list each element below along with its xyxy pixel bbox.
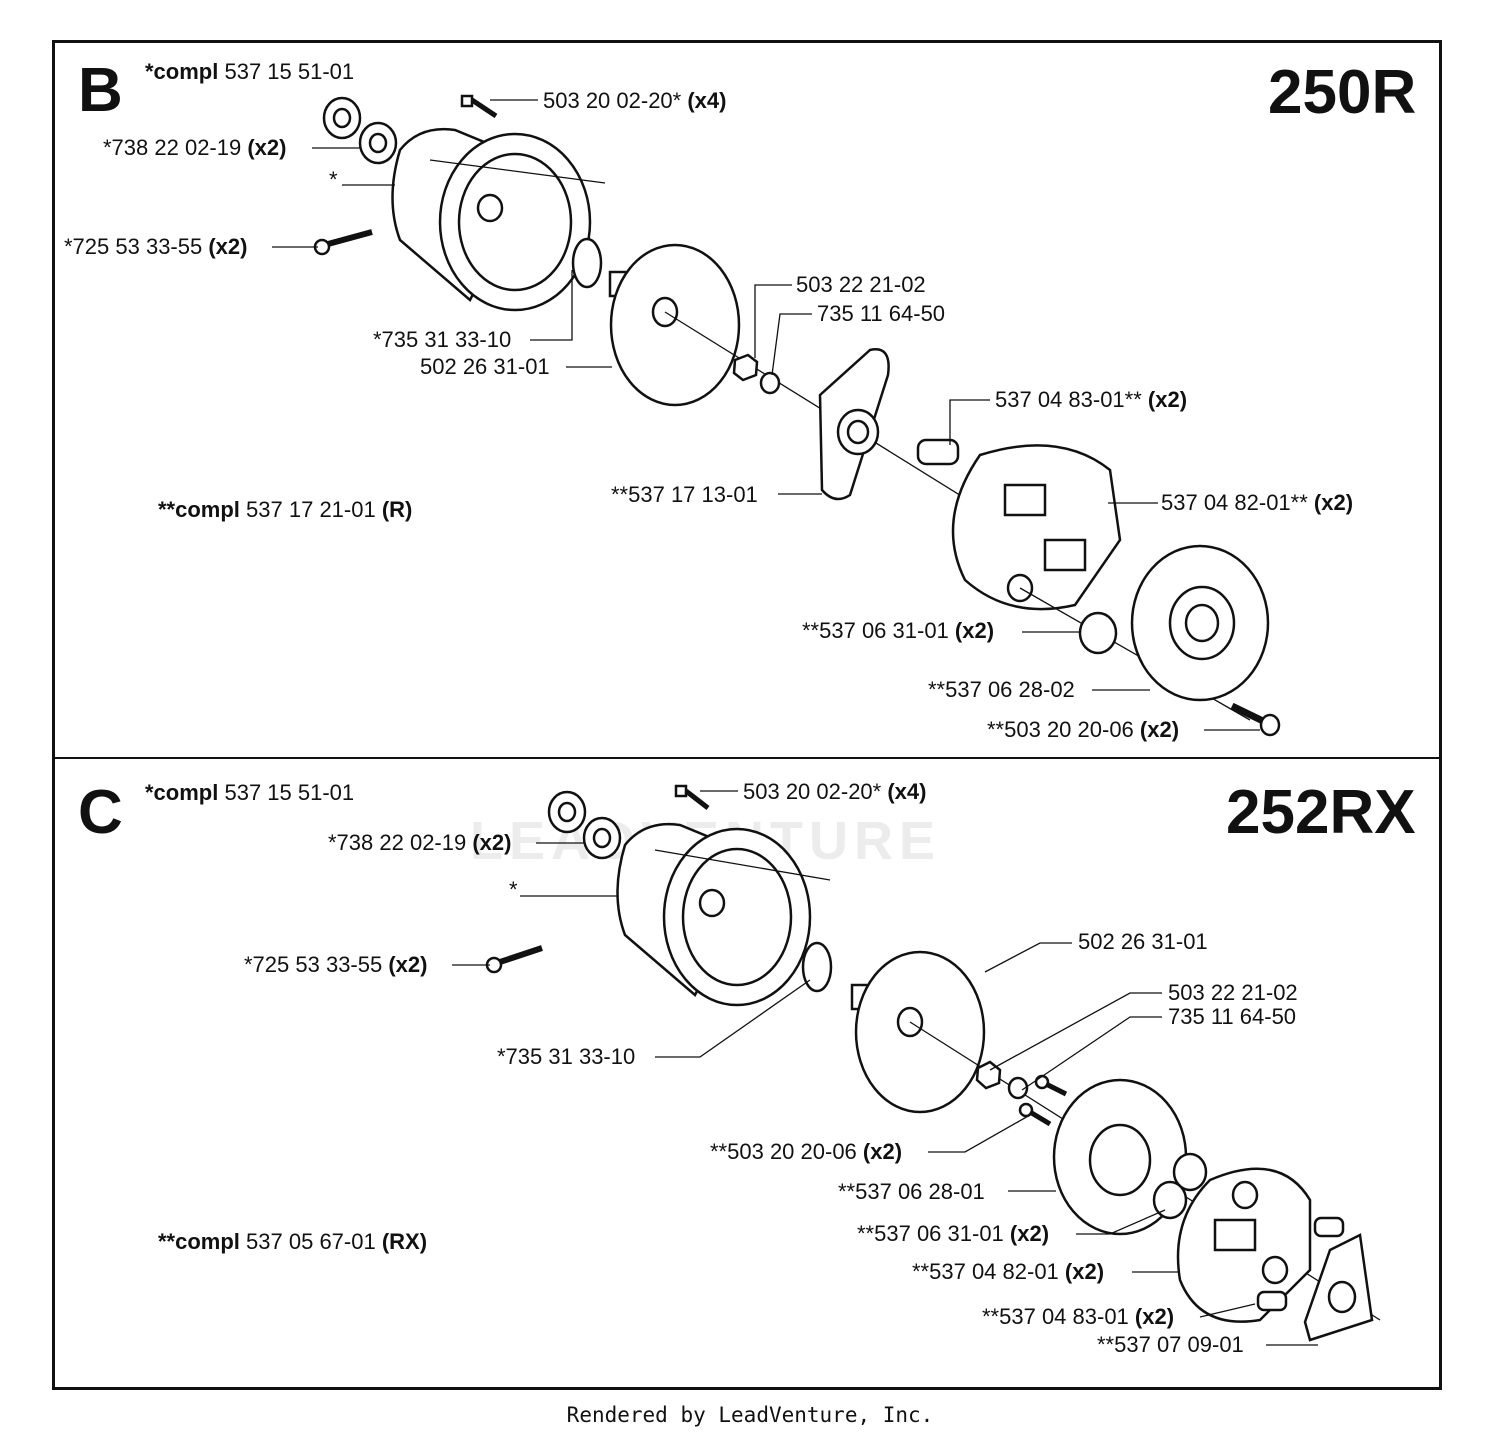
section-c-drawing xyxy=(452,784,1381,1346)
compl-top-b: *compl 537 15 51-01 xyxy=(145,59,355,84)
bushing-c1 xyxy=(1172,1152,1208,1192)
part-label: *735 31 33-10 xyxy=(497,1044,636,1069)
part-label: 537 04 83-01** (x2) xyxy=(995,387,1188,412)
part-label: **537 17 13-01 xyxy=(611,482,758,507)
drum-c xyxy=(850,950,986,1114)
part-label: 503 22 21-02 xyxy=(796,272,926,297)
spring-b xyxy=(916,438,960,466)
footer-credit: Rendered by LeadVenture, Inc. xyxy=(566,1403,934,1427)
part-label: **537 06 31-01 (x2) xyxy=(802,618,995,643)
bearing-c1 xyxy=(547,790,587,834)
screw-c-mid2 xyxy=(1018,1102,1052,1127)
part-label: **537 06 28-02 xyxy=(928,677,1075,702)
section-divider xyxy=(52,757,1442,759)
spring-c1 xyxy=(1313,1216,1345,1238)
part-label: **503 20 20-06 (x2) xyxy=(710,1139,903,1164)
washer-c xyxy=(1007,1076,1029,1100)
plate-c xyxy=(1052,1078,1188,1236)
part-label: 503 22 21-02 xyxy=(1168,980,1298,1005)
drum-b xyxy=(608,243,741,407)
bracket-c xyxy=(1303,1233,1374,1342)
part-label: 502 26 31-01 xyxy=(1078,929,1208,954)
clutch-shoe-b xyxy=(951,444,1122,611)
part-label: *738 22 02-19 (x2) xyxy=(103,135,287,160)
clutch-housing-b xyxy=(391,128,606,312)
nut-b xyxy=(732,353,759,382)
bearing-b2 xyxy=(358,121,398,165)
screw-c-mid1 xyxy=(1034,1074,1068,1097)
compl-top-c: *compl 537 15 51-01 xyxy=(145,780,355,805)
section-b-drawing xyxy=(272,94,1281,737)
diagram-frame xyxy=(52,40,1442,1390)
bearing-b1 xyxy=(322,96,362,140)
part-label: 502 26 31-01 xyxy=(420,354,550,379)
bushing-c2 xyxy=(1152,1180,1188,1220)
compl-bottom-c: **compl 537 05 67-01 (RX) xyxy=(158,1229,428,1254)
part-label: 503 20 02-20* (x4) xyxy=(543,88,727,113)
plate-b xyxy=(1130,544,1270,702)
section-letter-c: C xyxy=(78,778,123,847)
screw-c-top xyxy=(674,784,710,810)
screw-b-top xyxy=(460,94,498,119)
part-label: 503 20 02-20* (x4) xyxy=(743,779,927,804)
bracket-b xyxy=(818,348,890,501)
screw-c-side xyxy=(485,945,543,974)
part-label: **537 06 28-01 xyxy=(838,1179,985,1204)
compl-bottom-b: **compl 537 17 21-01 (R) xyxy=(158,497,413,522)
clutch-housing-c xyxy=(616,823,831,1007)
nut-c xyxy=(975,1060,1002,1090)
part-label: 537 04 82-01** (x2) xyxy=(1161,490,1354,515)
oring-b xyxy=(571,237,603,289)
washer-b xyxy=(759,371,781,395)
part-label: **537 04 83-01 (x2) xyxy=(982,1304,1175,1329)
screw-b-bottom xyxy=(1230,702,1281,737)
part-label: *738 22 02-19 (x2) xyxy=(328,830,512,855)
part-label: *725 53 33-55 (x2) xyxy=(244,952,428,977)
spring-c2 xyxy=(1256,1290,1288,1312)
part-label: * xyxy=(509,877,518,902)
model-title-b: 250R xyxy=(1268,58,1417,127)
part-label: *735 31 33-10 xyxy=(373,327,512,352)
part-label: 735 11 64-50 xyxy=(817,301,946,326)
part-label: **503 20 20-06 (x2) xyxy=(987,717,1180,742)
bearing-c2 xyxy=(582,816,622,860)
clutch-shoe-c xyxy=(1176,1167,1312,1323)
oring-c xyxy=(801,941,833,993)
model-title-c: 252RX xyxy=(1226,778,1416,847)
section-letter-b: B xyxy=(78,56,123,125)
part-label: **537 07 09-01 xyxy=(1097,1332,1244,1357)
part-label: **537 06 31-01 (x2) xyxy=(857,1221,1050,1246)
part-label: *725 53 33-55 (x2) xyxy=(64,234,248,259)
bushing-b xyxy=(1078,611,1118,655)
part-label: * xyxy=(329,167,338,192)
part-label: 735 11 64-50 xyxy=(1168,1004,1297,1029)
part-label: **537 04 82-01 (x2) xyxy=(912,1259,1105,1284)
screw-b-side xyxy=(313,229,373,256)
